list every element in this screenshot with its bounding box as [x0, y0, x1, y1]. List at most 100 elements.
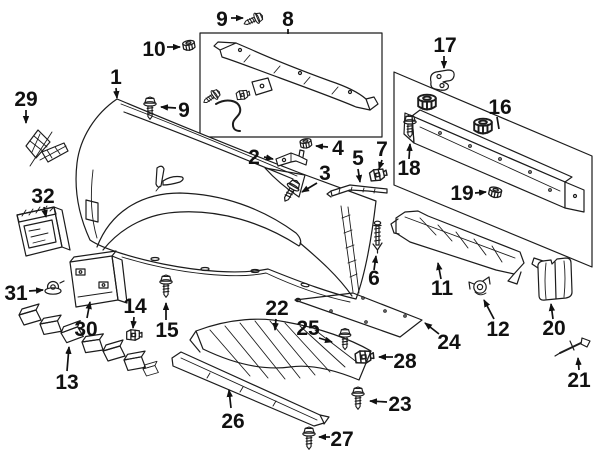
bolt-9-upper: [241, 10, 266, 30]
callout-1: 1: [110, 66, 122, 99]
side-bracket-2: [275, 149, 308, 167]
part-number-32: 32: [31, 185, 54, 208]
part-number-27: 27: [330, 428, 353, 451]
corner-pad-20: [531, 257, 573, 301]
callout-25: 25: [296, 317, 333, 343]
part-number-4: 4: [332, 137, 344, 160]
leader-line-20: [548, 303, 556, 320]
part-number-5: 5: [352, 147, 364, 170]
callout-26: 26: [221, 389, 245, 433]
callout-11: 11: [431, 262, 454, 300]
callout-2: 2: [248, 146, 274, 169]
callout-31: 31: [4, 282, 44, 305]
bolt-23: [351, 386, 365, 410]
leader-line-11: [436, 262, 443, 280]
callout-17: 17: [433, 34, 457, 69]
callout-15: 15: [155, 302, 179, 342]
part-number-18: 18: [397, 157, 421, 180]
bolt-27: [302, 426, 316, 450]
callout-3: 3: [301, 162, 331, 193]
leader-line-5: [355, 168, 363, 183]
screw-6: [372, 220, 383, 254]
callout-29: 29: [14, 88, 38, 124]
leader-line-26: [226, 389, 233, 409]
leader-line-25: [318, 336, 333, 343]
bolt-15: [159, 274, 173, 298]
part-number-10: 10: [142, 38, 165, 61]
callout-27: 27: [318, 428, 354, 451]
leader-line-19: [474, 189, 487, 196]
leader-line-23: [369, 398, 388, 405]
leader-line-32: [41, 206, 48, 218]
part-number-28: 28: [393, 350, 417, 373]
callout-14: 14: [123, 295, 147, 329]
callout-9a: 9: [216, 8, 244, 31]
callout-28: 28: [378, 350, 417, 373]
part-number-13: 13: [55, 371, 78, 394]
bar-bracket: [429, 69, 455, 91]
rivet-21: [554, 337, 591, 357]
leader-line-1: [113, 87, 120, 99]
lower-splash-shield-22: [189, 318, 372, 381]
callout-5: 5: [352, 147, 364, 183]
leader-line-30: [85, 301, 92, 319]
screw-grommet-12: [468, 276, 491, 296]
part-number-6: 6: [368, 267, 380, 290]
part-number-31: 31: [4, 282, 28, 305]
front-seal-panel-24: [294, 292, 423, 338]
clip-7: [368, 166, 389, 183]
callout-32: 32: [31, 185, 55, 218]
leader-line-6: [371, 255, 379, 271]
callout-24: 24: [424, 322, 461, 354]
callout-6: 6: [368, 255, 380, 290]
callout-8: 8: [282, 8, 294, 34]
leader-line-4: [315, 143, 329, 150]
side-rail-bracket-5: [326, 184, 388, 198]
part-number-8: 8: [282, 8, 294, 31]
leader-line-31: [28, 287, 44, 294]
leader-line-22: [272, 318, 279, 331]
callout-12: 12: [483, 299, 510, 341]
nut-4: [299, 137, 313, 150]
leader-line-13: [65, 346, 72, 372]
leader-line-3: [301, 182, 318, 193]
part-number-2: 2: [248, 146, 260, 169]
callout-19: 19: [450, 182, 487, 205]
bumper-emblem: [155, 165, 184, 192]
part-number-14: 14: [123, 295, 147, 318]
part-number-1: 1: [110, 66, 122, 89]
leader-line-18: [406, 143, 413, 160]
callout-18: 18: [397, 143, 421, 180]
callout-21: 21: [567, 357, 591, 392]
impact-bar: [403, 109, 585, 213]
header-bracket-bar: [213, 41, 379, 132]
callout-4: 4: [315, 137, 344, 160]
nut-10: [181, 38, 197, 52]
part-number-19: 19: [450, 182, 473, 205]
part-number-25: 25: [296, 317, 320, 340]
part-number-26: 26: [221, 410, 244, 433]
callout-16: 16: [488, 96, 512, 130]
callout-23: 23: [369, 393, 412, 416]
air-deflector-strip-26: [171, 351, 330, 427]
bumper-clip-31: [44, 280, 65, 295]
bumper-cover: [75, 98, 377, 303]
callout-30: 30: [74, 301, 98, 341]
part-number-22: 22: [265, 297, 288, 320]
leader-line-9b: [160, 104, 177, 111]
leader-line-24: [424, 322, 440, 335]
part-number-15: 15: [155, 319, 179, 342]
clip-14: [126, 329, 143, 341]
radiator-air-baffle: [390, 210, 525, 285]
part-number-7: 7: [376, 138, 388, 161]
callout-9b: 9: [160, 99, 190, 122]
part-number-11: 11: [431, 277, 454, 300]
leader-line-2: [263, 154, 274, 161]
part-number-20: 20: [542, 317, 565, 340]
leader-line-14: [130, 316, 137, 329]
callout-10: 10: [142, 38, 181, 61]
part-number-17: 17: [433, 34, 456, 57]
license-filler-plate: [16, 205, 71, 257]
leader-line-16: [496, 116, 500, 130]
